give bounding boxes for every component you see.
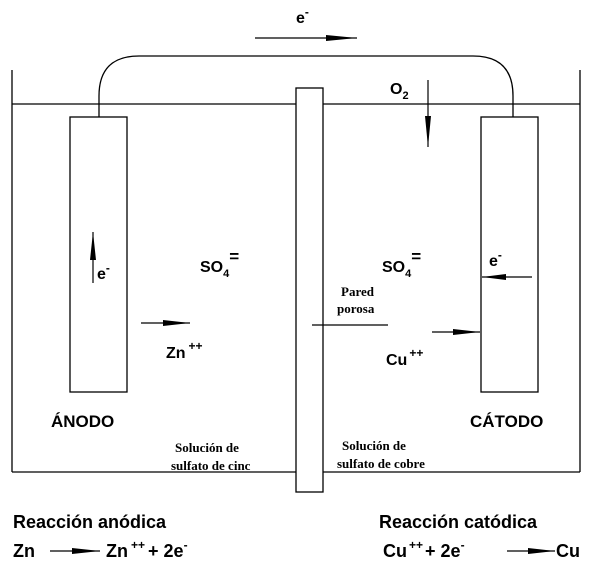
svg-text:Cu+++ 2e-: Cu+++ 2e- xyxy=(383,538,465,561)
svg-text:Cu: Cu xyxy=(556,541,580,561)
cathodic-reaction-title: Reacción catódica xyxy=(379,512,538,532)
anode-electrode xyxy=(69,116,128,393)
external-wire xyxy=(98,55,514,117)
anodic-reaction-arrow xyxy=(50,548,100,554)
cathode-electron-label: e- xyxy=(489,248,502,270)
sulfate-label-right: SO4= xyxy=(382,247,421,280)
porous-wall-label-2: porosa xyxy=(337,301,375,316)
anodic-reaction-equation: Zn Zn+++ 2e- xyxy=(13,538,188,561)
oxygen-down-arrow xyxy=(425,80,431,147)
cathodic-reaction-arrow xyxy=(507,548,555,554)
zinc-ion-arrow xyxy=(141,320,190,326)
anodic-reaction-title: Reacción anódica xyxy=(13,512,167,532)
electron-flow-arrow-top xyxy=(255,35,357,41)
copper-ion-label: Cu++ xyxy=(386,346,423,369)
porous-wall-label-1: Pared xyxy=(341,284,375,299)
electron-label-top: e- xyxy=(296,5,309,27)
anode-label: ÁNODO xyxy=(51,412,114,431)
copper-ion-arrow xyxy=(432,329,480,335)
solution-right-label-2: sulfato de cobre xyxy=(337,456,425,471)
svg-text:Zn: Zn xyxy=(13,541,35,561)
cathodic-reaction-equation: Cu+++ 2e- Cu xyxy=(383,538,580,561)
solution-right-label-1: Solución de xyxy=(342,438,406,453)
svg-text:Zn+++ 2e-: Zn+++ 2e- xyxy=(106,538,188,561)
solution-left-label-2: sulfato de cinc xyxy=(171,458,251,473)
oxygen-label: O2 xyxy=(390,81,409,102)
zinc-ion-label: Zn++ xyxy=(166,339,203,362)
sulfate-label-left: SO4= xyxy=(200,247,239,280)
cathode-electron-arrow xyxy=(482,274,532,280)
anode-electron-label: e- xyxy=(97,261,110,283)
cathode-label: CÁTODO xyxy=(470,412,543,431)
solution-left-label-1: Solución de xyxy=(175,440,239,455)
porous-wall xyxy=(295,87,324,493)
anode-electron-up-arrow xyxy=(90,232,96,283)
cathode-electrode xyxy=(480,116,539,393)
